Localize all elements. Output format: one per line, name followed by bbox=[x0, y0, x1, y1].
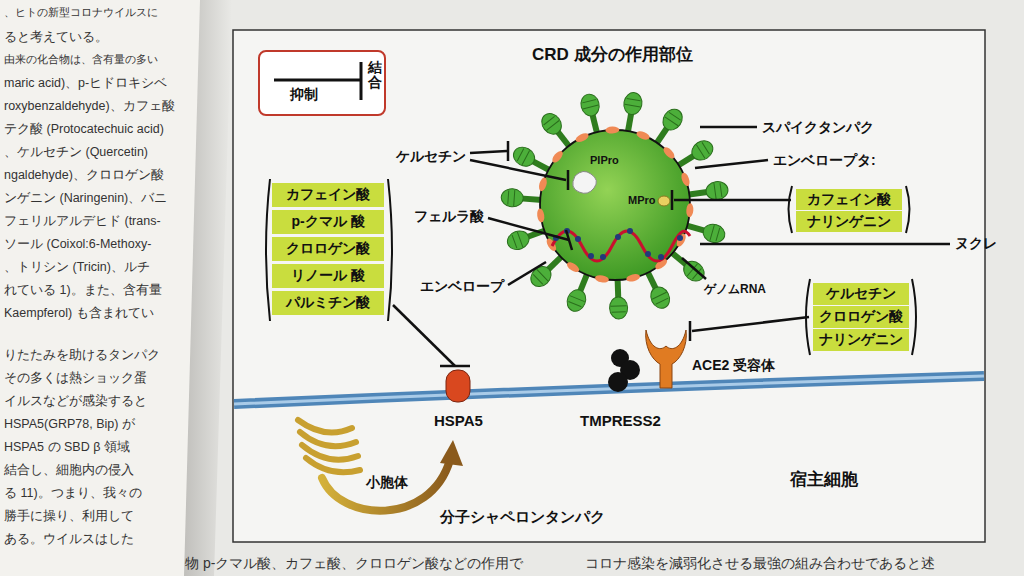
part-label: ケルセチン bbox=[396, 148, 466, 165]
legend-box: 抑制 結合 bbox=[258, 50, 386, 116]
part-label: エンベロープ bbox=[420, 278, 504, 295]
part-label: ゲノムRNA bbox=[704, 282, 766, 296]
page-text: ると考えている。 bbox=[4, 30, 108, 45]
diagram-title: CRD 成分の作用部位 bbox=[532, 45, 693, 65]
part-label: MPro bbox=[628, 194, 656, 207]
page-text: HSPA5(GRP78, Bip) が bbox=[4, 417, 135, 432]
page-text: Kaempferol) も含まれてい bbox=[4, 306, 154, 321]
compound-box: ナリンゲニン bbox=[813, 329, 909, 351]
part-label: 分子シャペロンタンパク bbox=[440, 508, 605, 526]
compound-box: カフェイン酸 bbox=[796, 189, 902, 210]
er-symbol bbox=[298, 420, 360, 472]
ace2-receptor bbox=[646, 330, 687, 388]
compound-box: リノール 酸 bbox=[272, 264, 384, 288]
compound-box: クロロゲン酸 bbox=[813, 306, 909, 328]
page-text: イルスなどが感染すると bbox=[4, 394, 147, 409]
compound-name: クロロゲン酸 bbox=[286, 240, 370, 258]
page-text: その多くは熱ショック蛋 bbox=[4, 371, 147, 386]
compound-box: カフェイン酸 bbox=[272, 183, 384, 207]
legend-text: 抑制 bbox=[290, 86, 318, 104]
left-page bbox=[0, 0, 200, 576]
compound-name: ナリンゲニン bbox=[819, 331, 903, 349]
legend-text: 結合 bbox=[368, 60, 382, 91]
page-text: 、ヒトの新型コロナウイルスに bbox=[4, 6, 158, 20]
compound-name: ケルセチン bbox=[826, 285, 896, 303]
page-text: roxybenzaldehyde)、カフェ酸 bbox=[4, 99, 175, 114]
part-label: ACE2 受容体 bbox=[692, 357, 775, 374]
page-text: ある。ウイルスはした bbox=[4, 532, 134, 547]
hspa5-protein bbox=[446, 370, 470, 402]
part-label: 宿主細胞 bbox=[790, 470, 858, 490]
virus-particle bbox=[501, 91, 729, 319]
page-text: 、トリシン (Tricin)、ルチ bbox=[4, 260, 150, 275]
part-label: TMPRESS2 bbox=[580, 412, 661, 430]
page-text: テク酸 (Protocatechuic acid) bbox=[4, 122, 164, 137]
page-text: maric acid)、p-ヒドロキシベ bbox=[4, 76, 167, 91]
compound-name: クロロゲン酸 bbox=[819, 308, 903, 326]
transport-arrow bbox=[322, 440, 463, 511]
compound-name: ナリンゲニン bbox=[807, 213, 891, 231]
page-text: フェリルアルデヒド (trans- bbox=[4, 214, 161, 229]
compound-name: リノール 酸 bbox=[291, 267, 365, 285]
compound-box: p-クマル 酸 bbox=[272, 210, 384, 234]
compound-name: カフェイン酸 bbox=[807, 191, 891, 209]
page-text: 由来の化合物は、含有量の多い bbox=[4, 53, 158, 67]
part-label: エンベロープタ: bbox=[773, 152, 876, 169]
compound-name: p-クマル 酸 bbox=[291, 213, 364, 231]
compound-box: パルミチン酸 bbox=[272, 291, 384, 315]
page-text: ngaldehyde)、クロロゲン酸 bbox=[4, 168, 164, 183]
page-text: コロナ感染を減弱化させる最強の組み合わせであると述 bbox=[585, 555, 935, 572]
page-text: 、ケルセチン (Quercetin) bbox=[4, 145, 148, 160]
page-text: 物 p-クマル酸、カフェ酸、クロロゲン酸などの作用で bbox=[185, 555, 523, 572]
part-label: HSPA5 bbox=[434, 412, 483, 430]
part-label: ヌクレ bbox=[955, 235, 997, 252]
compound-box: ナリンゲニン bbox=[796, 211, 902, 232]
figure-frame bbox=[233, 30, 985, 542]
inhibit-symbol bbox=[260, 52, 384, 114]
compound-name: カフェイン酸 bbox=[286, 186, 370, 204]
page-text: る 11)。つまり、我々の bbox=[4, 486, 142, 501]
tmpress2-protein bbox=[608, 349, 640, 392]
page-text: れている 1)。また、含有量 bbox=[4, 283, 162, 298]
part-label: スパイクタンパク bbox=[762, 119, 874, 136]
page-text: 勝手に操り、利用して bbox=[4, 509, 134, 524]
brackets bbox=[266, 179, 916, 355]
page-text: ンゲニン (Naringenin)、バニ bbox=[4, 191, 167, 206]
page-text: ソール (Coixol:6-Methoxy- bbox=[4, 237, 151, 252]
compound-box: クロロゲン酸 bbox=[272, 237, 384, 261]
compound-name: パルミチン酸 bbox=[286, 294, 370, 312]
page-text: りたたみを助けるタンパク bbox=[4, 348, 160, 363]
page-text: 結合し、細胞内の侵入 bbox=[4, 463, 134, 478]
page-text: HSPA5 の SBD β 領域 bbox=[4, 440, 130, 455]
part-label: 小胞体 bbox=[366, 474, 408, 491]
part-label: フェルラ酸 bbox=[414, 208, 484, 225]
part-label: PlPro bbox=[590, 154, 619, 167]
leader-lines bbox=[393, 127, 950, 366]
compound-box: ケルセチン bbox=[813, 283, 909, 305]
